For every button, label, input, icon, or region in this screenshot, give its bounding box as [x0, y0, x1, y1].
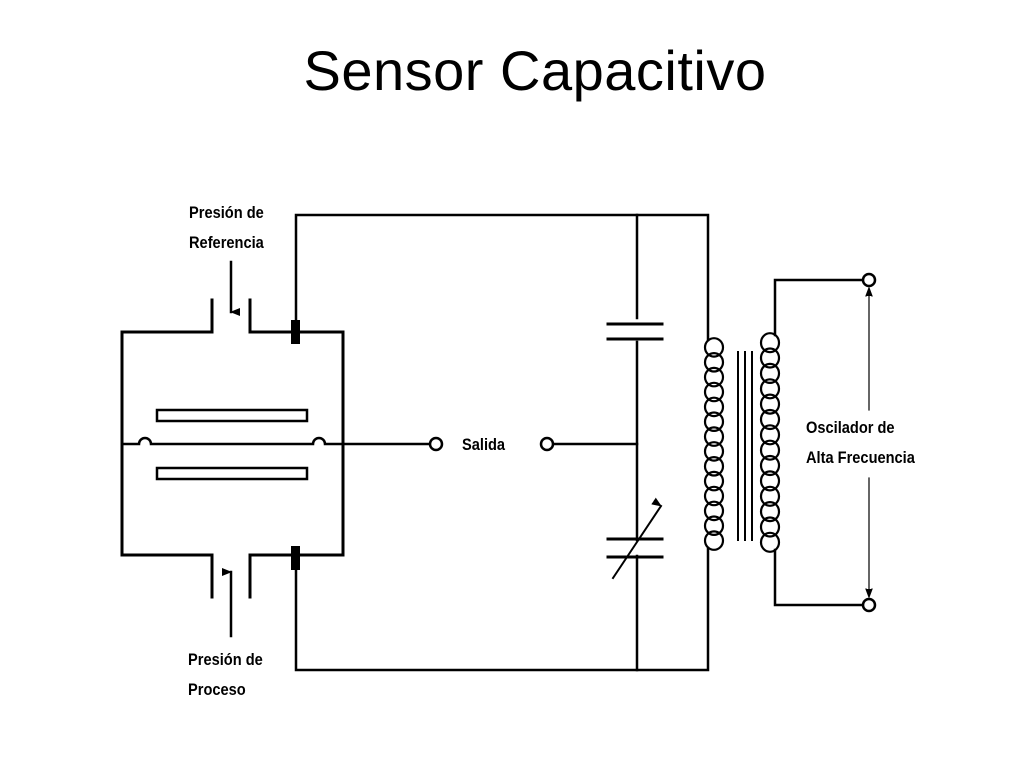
- secondary-coil-turn: [759, 408, 781, 431]
- primary-coil-turn: [703, 485, 725, 507]
- secondary-coil-turn: [759, 393, 781, 415]
- primary-coil-turn: [703, 441, 725, 462]
- secondary-coil-turn: [759, 516, 781, 538]
- fixed-capacitor: [606, 322, 664, 341]
- transformer: [703, 332, 781, 553]
- secondary-coil-turn: [759, 378, 781, 400]
- secondary-coil-turn: [759, 531, 781, 553]
- primary-coil-turn: [703, 500, 725, 522]
- sensor-housing: [120, 298, 345, 599]
- secondary-coil-turn: [759, 332, 781, 354]
- primary-coil-turn: [703, 337, 725, 358]
- secondary-coil-turn: [759, 501, 781, 523]
- primary-coil-turn: [703, 470, 725, 492]
- primary-coil-turn: [703, 396, 725, 418]
- secondary-coil-turn: [759, 362, 781, 384]
- upper-fixed-plate: [155, 408, 309, 423]
- process-pressure-label: Presión de Proceso: [188, 650, 263, 699]
- secondary-coil-turn: [759, 470, 781, 492]
- oscillator-span-arrow: [865, 286, 873, 599]
- slide-title: Sensor Capacitivo: [303, 39, 767, 102]
- lower-fixed-plate: [155, 466, 309, 481]
- primary-coil-turn: [703, 426, 725, 447]
- oscillator-wiring: [773, 278, 866, 607]
- variable-capacitor: [606, 497, 664, 580]
- secondary-coil-turn: [759, 347, 781, 369]
- transformer-core: [737, 351, 753, 541]
- secondary-coil-turn: [759, 439, 781, 461]
- primary-coil-turn: [703, 455, 725, 477]
- oscillator-terminal-bottom: [861, 597, 877, 613]
- output-label: Salida: [462, 435, 506, 454]
- primary-coil-turn: [703, 366, 725, 388]
- oscillator-label: Oscilador de Alta Frecuencia: [806, 418, 915, 467]
- circuit-wiring: [294, 213, 710, 672]
- secondary-coil-turn: [759, 485, 781, 507]
- oscillator-terminal-top: [861, 272, 877, 288]
- primary-coil: [703, 337, 725, 551]
- primary-coil-turn: [703, 411, 725, 432]
- diaphragm: [120, 436, 432, 446]
- primary-coil-turn: [703, 381, 725, 403]
- primary-coil-turn: [703, 351, 725, 373]
- primary-coil-turn: [703, 530, 725, 551]
- output-terminal-right: [539, 436, 555, 452]
- output-terminal-left: [428, 436, 444, 452]
- primary-coil-turn: [703, 515, 725, 536]
- secondary-coil: [759, 332, 781, 553]
- secondary-coil-turn: [759, 454, 781, 477]
- reference-pressure-label: Presión de Referencia: [189, 203, 264, 252]
- secondary-coil-turn: [759, 424, 781, 446]
